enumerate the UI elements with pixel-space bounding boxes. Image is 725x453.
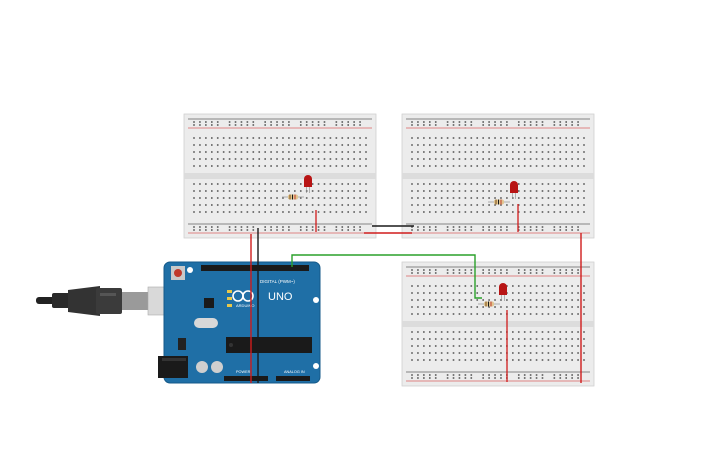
arduino-uno-board[interactable]: UNO DIGITAL (PWM~) ARDUINO POWER ANALOG … — [158, 261, 321, 384]
digital-header[interactable] — [201, 265, 309, 271]
reset-button[interactable] — [171, 266, 185, 280]
led-icon[interactable] — [304, 175, 312, 193]
microcontroller-chip — [226, 337, 312, 353]
breadboard-holes[interactable] — [411, 121, 585, 231]
brand-label: ARDUINO — [236, 303, 254, 308]
crystal — [194, 318, 218, 328]
digital-label: DIGITAL (PWM~) — [260, 279, 295, 284]
led-icon[interactable] — [499, 283, 507, 301]
capacitor-icon — [196, 361, 208, 373]
breadboard-top-right[interactable] — [401, 113, 595, 239]
led-icon[interactable] — [510, 181, 518, 199]
breadboard-holes[interactable] — [193, 121, 367, 231]
wires[interactable] — [250, 225, 582, 383]
analog-label: ANALOG IN — [284, 370, 305, 374]
power-label: POWER — [236, 370, 251, 374]
power-jack[interactable] — [158, 356, 188, 378]
analog-header[interactable] — [276, 376, 310, 381]
usb-cable[interactable] — [36, 286, 177, 316]
breadboard-holes[interactable] — [411, 269, 585, 379]
resistor-icon[interactable] — [282, 194, 304, 200]
breadboard-top-left[interactable] — [183, 113, 377, 239]
breadboard-bottom-right[interactable] — [401, 261, 595, 387]
power-header[interactable] — [224, 376, 268, 381]
resistor-icon[interactable] — [478, 301, 500, 307]
board-name: UNO — [268, 291, 293, 303]
resistor-icon[interactable] — [488, 199, 510, 205]
capacitor-icon — [211, 361, 223, 373]
voltage-regulator — [178, 338, 186, 350]
signal-wire[interactable] — [291, 254, 482, 299]
arduino-logo — [232, 290, 254, 302]
usb-chip — [204, 298, 214, 308]
